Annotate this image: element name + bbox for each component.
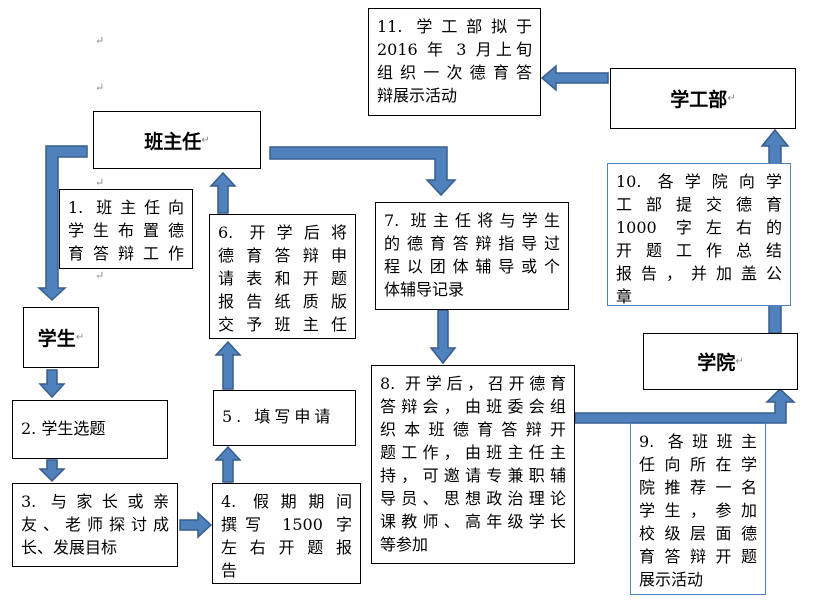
step-text: 5. 填写申请 (222, 407, 335, 426)
arrow-step7-to-step8 (429, 309, 457, 365)
step-text: 10. 各学院向学 (616, 172, 782, 191)
step-text: 友、老师探讨成 (21, 515, 169, 534)
step-text: 1. 班主任向 (68, 198, 184, 217)
step-text: 撰写 1500 字 (221, 515, 352, 534)
step-text: 持，可邀请专兼职辅 (380, 466, 566, 485)
step-7: 7. 班主任将与学生 的德育答辩指导过 程以团体辅导或个 体辅导记录 (375, 202, 569, 310)
step-text: 育答辩开题 (639, 547, 757, 566)
arrow-student-to-step2 (38, 369, 66, 399)
arrow-headteacher-to-step7 (269, 146, 457, 197)
step-text: 学生，参加 (639, 501, 757, 520)
step-text: 程以团体辅导或个 (384, 257, 560, 276)
step-text: 2016 年 3 月上旬 (377, 40, 532, 59)
step-text: 辩展示活动 (377, 86, 458, 105)
step-text: 3. 与家长或亲 (21, 492, 169, 511)
step-1: 1. 班主任向 学生布置德 育答辩工作 (59, 189, 193, 269)
arrow-step2-to-step3 (38, 459, 66, 483)
step-10: 10. 各学院向学 工部提交德育 1000 字左右的 开题工作总结 报告，并加盖… (607, 163, 791, 306)
paragraph-mark: ↵ (95, 269, 105, 282)
arrow-step3-to-step4 (179, 511, 213, 539)
step-2: 2. 学生选题 (12, 400, 168, 459)
step-text: 题工作，由班主任主 (380, 443, 566, 462)
step-text: 报告，并加盖公 (616, 264, 782, 283)
step-text: 课教师、高年级学长 (380, 512, 566, 531)
step-text: 4. 假期期间 (221, 492, 352, 511)
step-text: 长、发展目标 (21, 538, 118, 557)
step-text: 导员、思想政治理论 (380, 489, 566, 508)
node-student-affairs: 学工部↵ (610, 68, 796, 129)
step-text: 体辅导记录 (384, 280, 465, 299)
step-text: 学生布置德 (68, 221, 184, 240)
step-3: 3. 与家长或亲 友、老师探讨成 长、发展目标 (12, 483, 178, 567)
step-4: 4. 假期期间 撰写 1500 字 左右开题报 告 (212, 483, 361, 584)
step-text: 7. 班主任将与学生 (384, 211, 560, 230)
step-text: 交予班主任 (218, 315, 347, 334)
step-text: 育答辩工作 (68, 244, 184, 263)
step-text: 等参加 (380, 535, 429, 554)
step-text: 2. 学生选题 (21, 419, 106, 438)
step-9: 9. 各班班主 任向所在学 院推荐一名 学生，参加 校级层面德 育答辩开题 展示… (630, 423, 766, 595)
step-text: 11. 学工部拟于 (377, 17, 532, 36)
step-text: 开题工作总结 (616, 241, 782, 260)
step-text: 答辩会，由班委会组 (380, 397, 566, 416)
step-text: 章 (616, 287, 633, 306)
step-text: 9. 各班班主 (639, 432, 757, 451)
step-text: 1000 字左右的 (616, 218, 782, 237)
arrow-headteacher-to-student (37, 145, 88, 302)
step-5: 5. 填写申请 (213, 390, 356, 446)
step-text: 校级层面德 (639, 524, 757, 543)
arrow-step8-to-college (574, 387, 796, 424)
step-text: 展示活动 (639, 570, 704, 589)
arrow-affairs-to-step11 (540, 64, 609, 92)
node-college: 学院↵ (643, 333, 798, 390)
arrow-step5-to-step6 (214, 340, 242, 390)
step-text: 德育答辩申 (218, 246, 347, 265)
step-text: 告 (221, 561, 238, 580)
step-text: 织本班德育答辩开 (380, 420, 566, 439)
step-text: 请表和开题 (218, 269, 347, 288)
arrow-step4-to-step5 (214, 445, 242, 483)
step-text: 任向所在学 (639, 455, 757, 474)
step-6: 6. 开学后将 德育答辩申 请表和开题 报告纸质版 交予班主任 (209, 214, 356, 339)
step-text: 8. 开学后，召开德育 (380, 374, 566, 393)
arrow-step6-to-headteacher (209, 171, 237, 214)
step-text: 6. 开学后将 (218, 223, 347, 242)
step-8: 8. 开学后，召开德育 答辩会，由班委会组 织本班德育答辩开 题工作，由班主任主… (371, 365, 575, 564)
paragraph-mark: ↵ (95, 34, 105, 47)
step-text: 院推荐一名 (639, 478, 757, 497)
paragraph-mark: ↵ (95, 81, 105, 94)
step-text: 组织一次德育答 (377, 63, 532, 82)
step-text: 工部提交德育 (616, 195, 782, 214)
step-text: 左右开题报 (221, 538, 352, 557)
node-head-teacher: 班主任↵ (93, 111, 261, 169)
step-text: 报告纸质版 (218, 292, 347, 311)
node-student: 学生↵ (23, 307, 99, 368)
step-text: 的德育答辩指导过 (384, 234, 560, 253)
paragraph-mark: ↵ (95, 176, 105, 189)
step-11: 11. 学工部拟于 2016 年 3 月上旬 组织一次德育答 辩展示活动 (368, 8, 541, 116)
